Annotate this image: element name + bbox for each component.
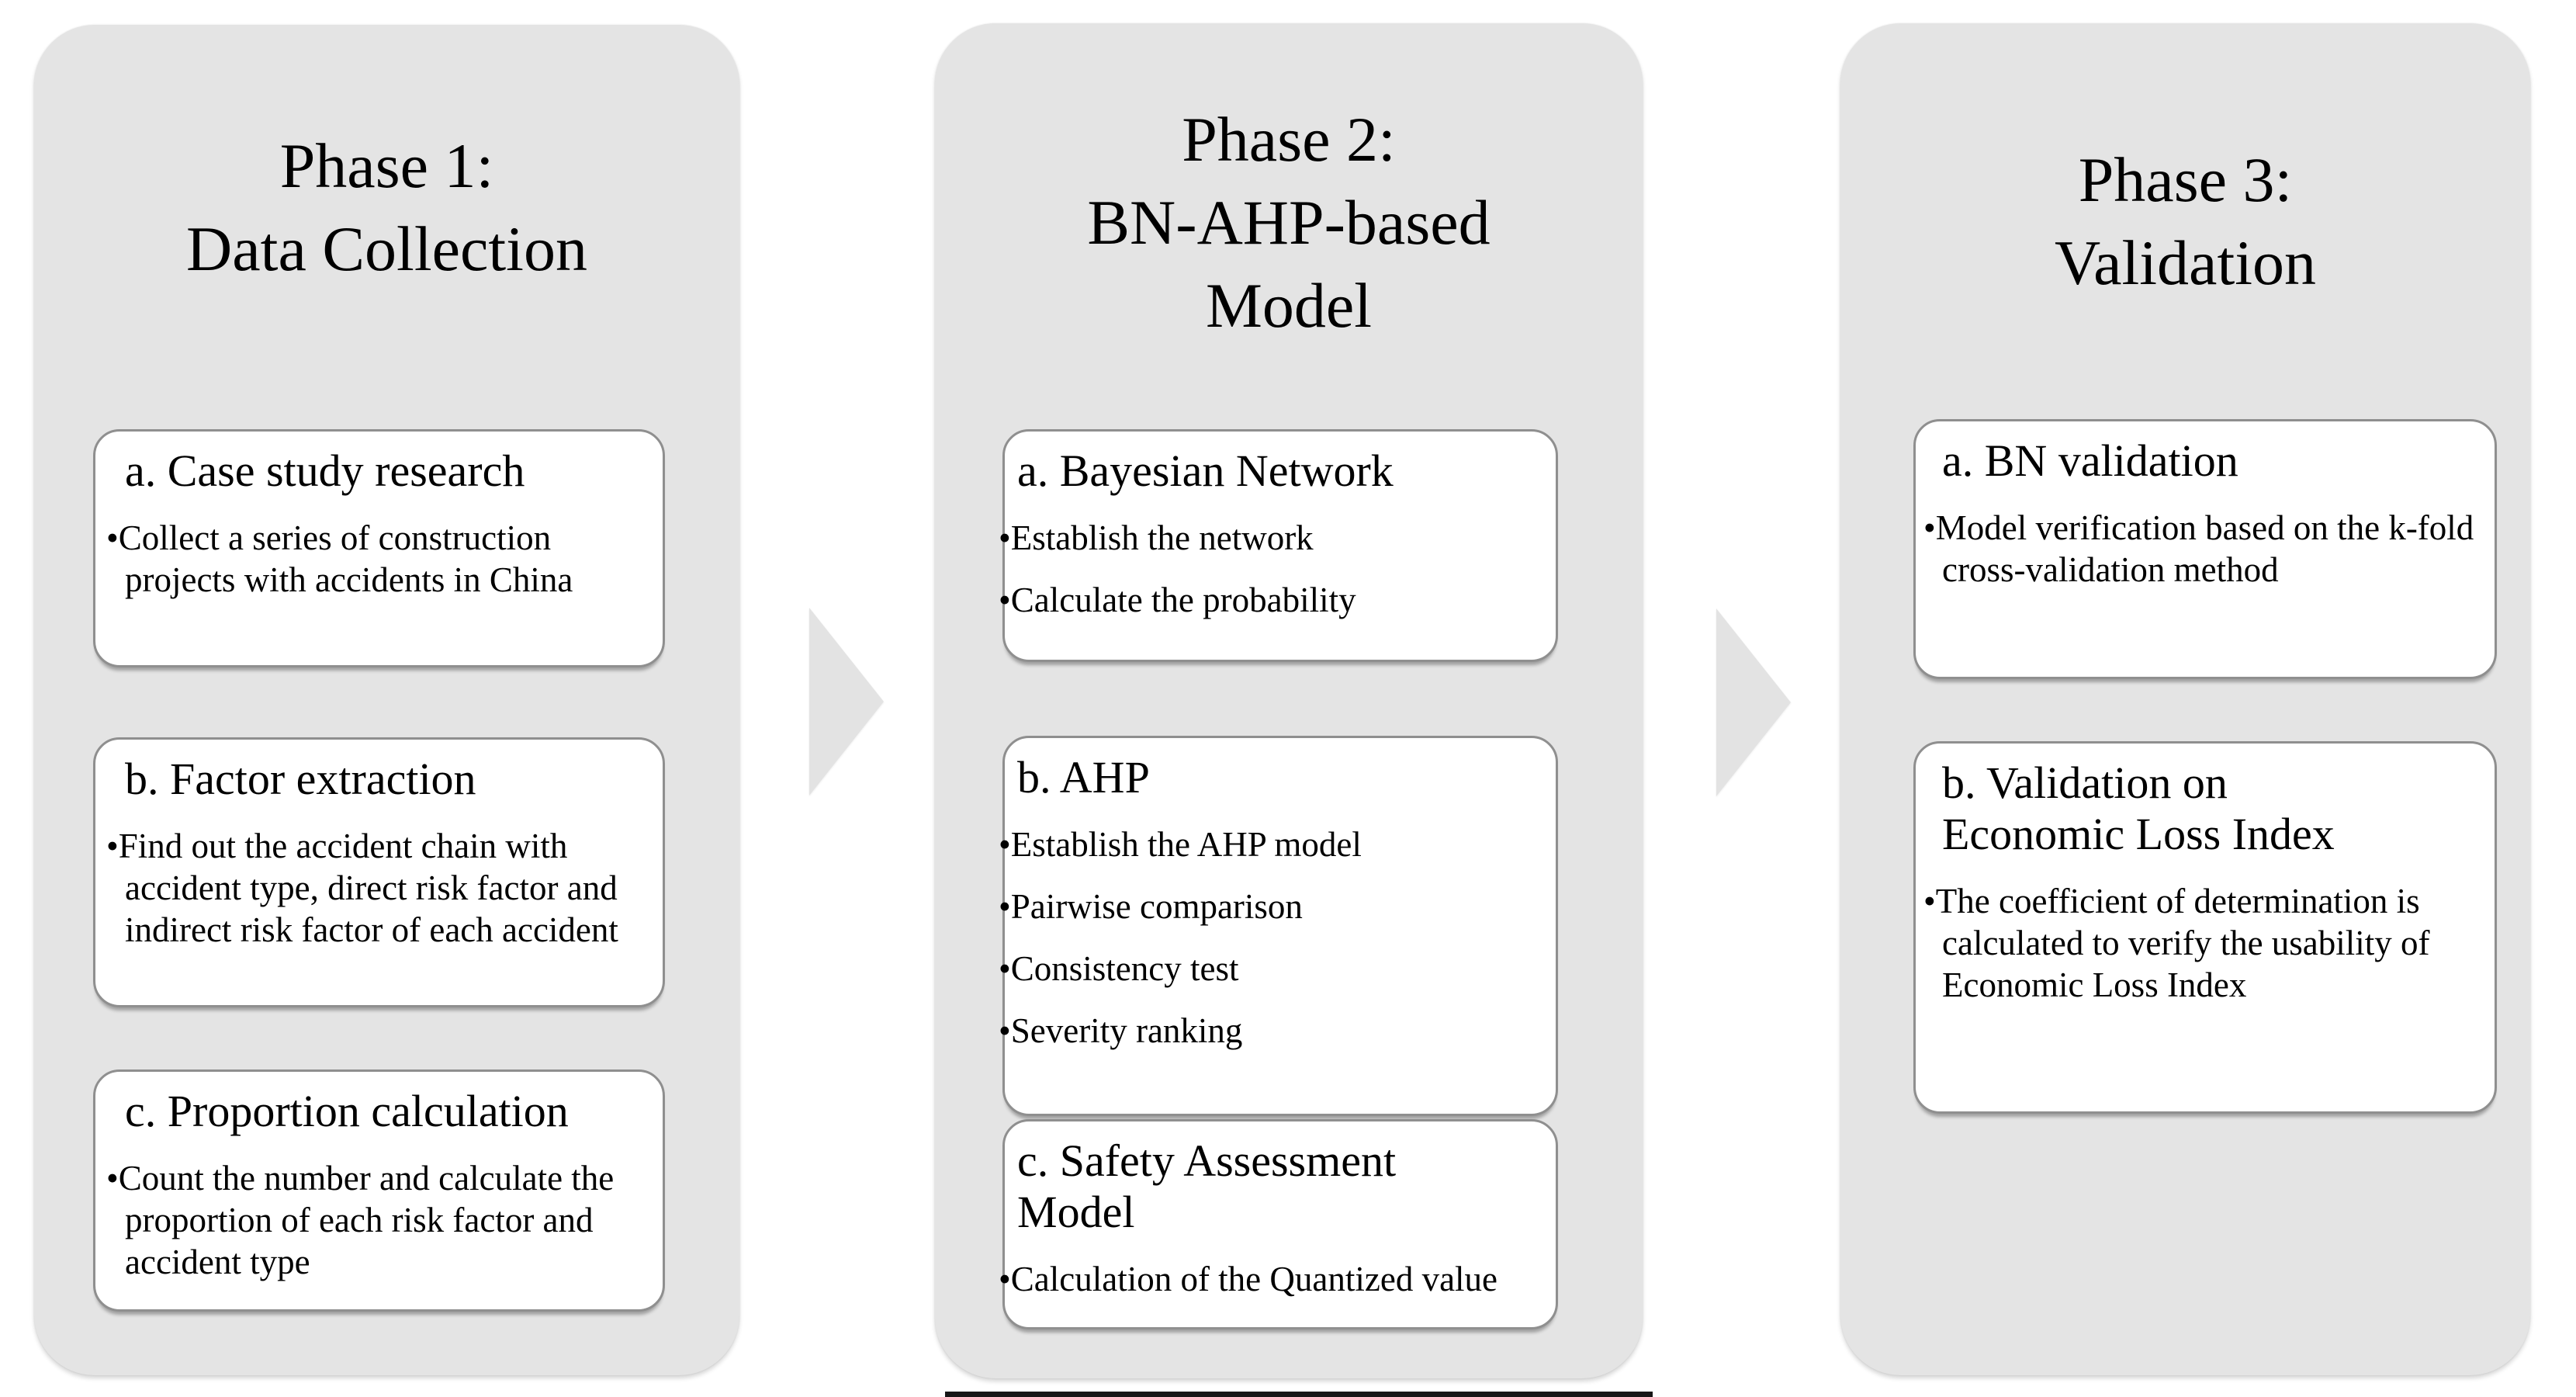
title-line: Validation <box>2054 227 2317 298</box>
box-heading: b. Validation on Economic Loss Index <box>1942 757 2335 859</box>
box-heading: a. Case study research <box>125 445 525 496</box>
phase-2-box-a: a. Bayesian Network •Establish the netwo… <box>999 429 1558 662</box>
box-heading: c. Proportion calculation <box>125 1086 569 1136</box>
phase-1-title: Phase 1: Data Collection <box>34 124 739 290</box>
title-line: BN-AHP-based <box>1087 187 1491 258</box>
phase-2-title: Phase 2: BN-AHP-based Model <box>935 98 1643 347</box>
bullet-item: •Calculation of the Quantized value <box>999 1260 1498 1298</box>
title-line: Phase 1: <box>279 130 494 201</box>
title-line: Phase 2: <box>1182 104 1396 175</box>
title-line: Model <box>1205 270 1373 341</box>
phase-3-title: Phase 3: Validation <box>1840 138 2530 304</box>
phase-3-panel: Phase 3: Validation a. BN validation •Mo… <box>1840 23 2530 1375</box>
title-line: Data Collection <box>186 213 587 284</box>
box-heading: b. AHP <box>1017 752 1150 802</box>
bullet-item: •Consistency test <box>999 949 1239 988</box>
phase-2-box-b: b. AHP •Establish the AHP model •Pairwis… <box>999 736 1558 1116</box>
box-heading: c. Safety Assessment Model <box>1017 1135 1397 1237</box>
bullet-item: •Model verification based on the k-fold … <box>1923 508 2474 589</box>
bullet-item: •Establish the AHP model <box>999 825 1362 864</box>
bullet-item: •Establish the network <box>999 518 1314 557</box>
phase-1-box-b: b. Factor extraction •Find out the accid… <box>93 737 665 1007</box>
box-heading: b. Factor extraction <box>125 754 476 804</box>
box-heading: a. BN validation <box>1942 435 2238 486</box>
phase-1-box-c: c. Proportion calculation •Count the num… <box>93 1069 665 1312</box>
arrow-right-icon <box>809 608 884 796</box>
title-line: Phase 3: <box>2078 144 2293 215</box>
bullet-item: •The coefficient of determination is cal… <box>1923 882 2430 1004</box>
box-heading: a. Bayesian Network <box>1017 445 1394 496</box>
bottom-border-artifact <box>945 1392 1653 1397</box>
bullet-item: •Pairwise comparison <box>999 887 1303 926</box>
bullet-item: •Count the number and calculate the prop… <box>106 1159 615 1281</box>
phase-2-box-c: c. Safety Assessment Model •Calculation … <box>999 1119 1558 1329</box>
bullet-item: •Severity ranking <box>999 1011 1243 1050</box>
bullet-item: •Collect a series of construction projec… <box>106 518 573 599</box>
arrow-right-icon <box>1716 608 1791 796</box>
phase-2-panel: Phase 2: BN-AHP-based Model a. Bayesian … <box>935 23 1643 1378</box>
bullet-item: •Calculate the probability <box>999 581 1356 619</box>
phase-1-panel: Phase 1: Data Collection a. Case study r… <box>34 25 739 1375</box>
phase-3-box-b: b. Validation on Economic Loss Index •Th… <box>1913 741 2497 1114</box>
phase-3-box-a: a. BN validation •Model verification bas… <box>1913 419 2497 679</box>
phase-1-box-a: a. Case study research •Collect a series… <box>93 429 665 667</box>
bullet-item: •Find out the accident chain with accide… <box>106 827 618 949</box>
